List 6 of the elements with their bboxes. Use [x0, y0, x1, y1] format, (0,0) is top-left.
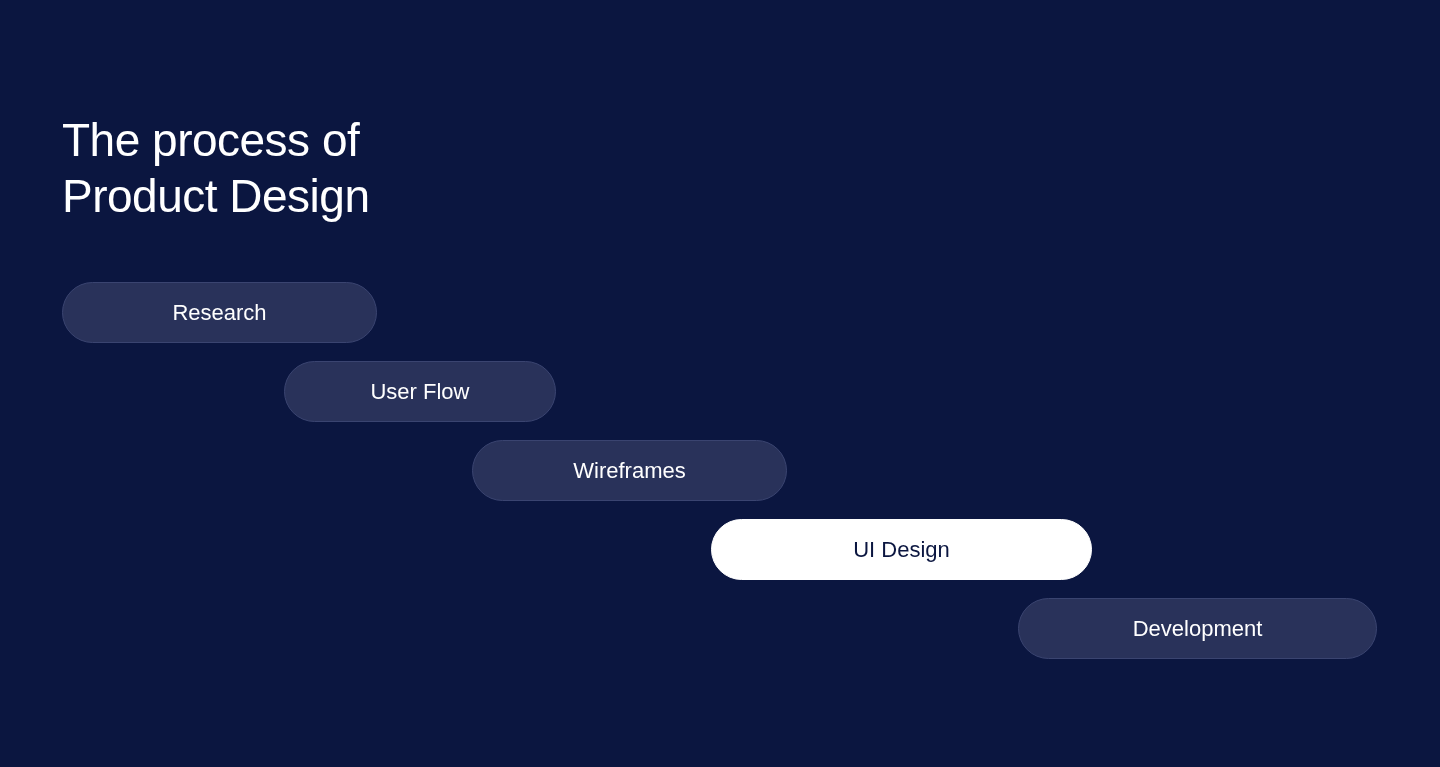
step-label: Development [1132, 615, 1263, 642]
step-label: Research [172, 299, 267, 326]
step-label: User Flow [370, 378, 470, 405]
step-label: Wireframes [573, 457, 686, 484]
step-label: UI Design [853, 536, 950, 563]
diagram-title: The process of Product Design [62, 113, 371, 224]
